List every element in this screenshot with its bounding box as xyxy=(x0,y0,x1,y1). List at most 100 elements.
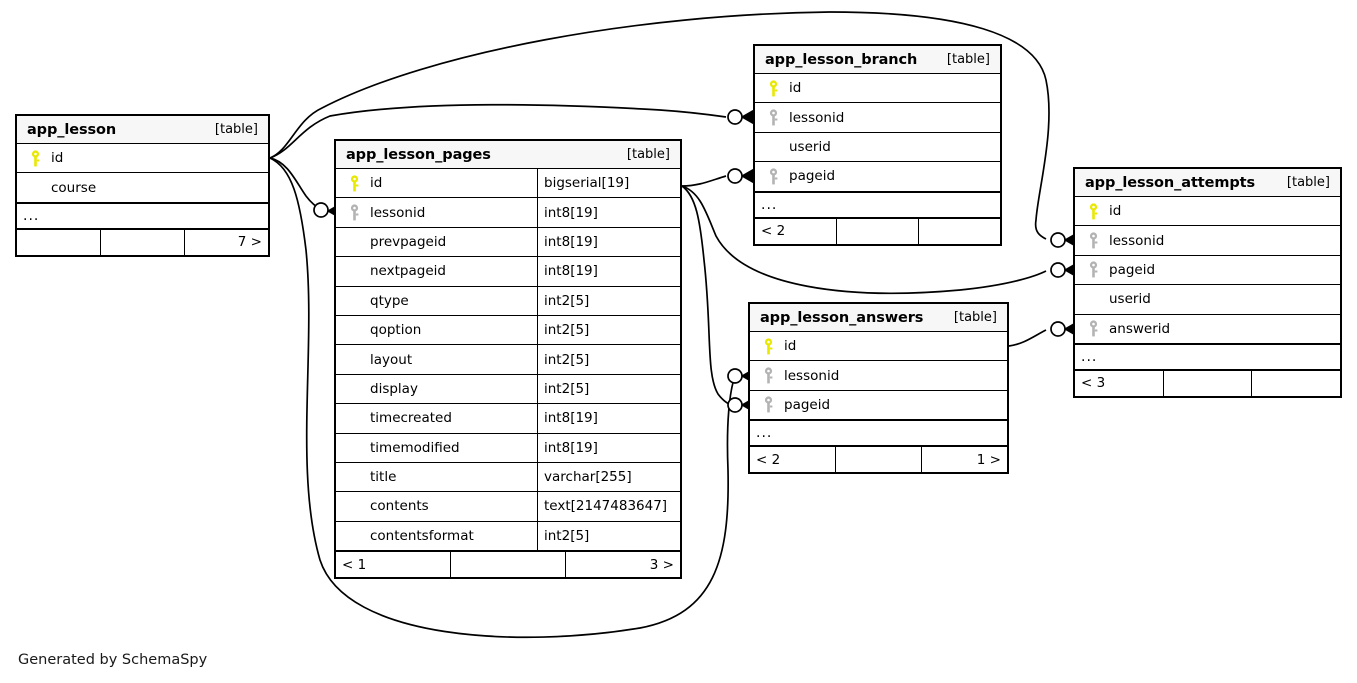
column-type: int2[5] xyxy=(537,345,680,374)
column-name-cell: layout xyxy=(336,345,537,373)
column-name: qtype xyxy=(370,292,409,309)
column-row-timemodified[interactable]: timemodified int8[19] xyxy=(336,433,680,463)
column-name-cell: title xyxy=(336,463,537,491)
column-type: text[2147483647] xyxy=(537,492,680,521)
column-row-layout[interactable]: layout int2[5] xyxy=(336,345,680,375)
column-name: id xyxy=(370,175,383,192)
column-row-answerid[interactable]: answerid xyxy=(1075,315,1340,344)
table-app_lesson_attempts[interactable]: app_lesson_attempts[table]id lessonid page… xyxy=(1073,167,1342,398)
column-row-id[interactable]: id xyxy=(17,144,268,174)
primary-key-icon xyxy=(25,150,45,167)
footer-cell-0[interactable]: < 2 xyxy=(750,447,836,473)
table-header-app_lesson[interactable]: app_lesson[table] xyxy=(17,116,268,144)
primary-key-icon xyxy=(1083,203,1103,220)
column-type: int8[19] xyxy=(537,433,680,462)
column-name: qoption xyxy=(370,322,422,339)
column-name-cell: userid xyxy=(1075,285,1340,313)
column-name: answerid xyxy=(1109,320,1171,337)
edge-lesson-to-pages-lessonid xyxy=(269,157,323,211)
column-name: id xyxy=(51,150,64,167)
column-row-id[interactable]: id xyxy=(750,332,1007,362)
footer-cell-0[interactable]: < 3 xyxy=(1075,370,1164,396)
footer-cell-2[interactable]: 7 > xyxy=(237,234,262,251)
footer-cell-1 xyxy=(451,552,566,578)
column-row-lessonid[interactable]: lessonid xyxy=(750,361,1007,391)
column-name-cell: lessonid xyxy=(336,198,537,226)
column-name: userid xyxy=(1109,291,1151,308)
column-row-userid[interactable]: userid xyxy=(1075,285,1340,315)
column-name: id xyxy=(784,338,797,355)
primary-key-icon xyxy=(758,338,778,355)
column-name: prevpageid xyxy=(370,233,447,250)
column-name: pageid xyxy=(784,396,831,413)
column-name: timecreated xyxy=(370,410,452,427)
footer-cell-2 xyxy=(919,219,1000,244)
column-name: id xyxy=(1109,203,1122,220)
column-name: timemodified xyxy=(370,439,460,456)
endpoint-branch-lessonid xyxy=(727,108,757,126)
table-kind-label: [table] xyxy=(1286,175,1330,190)
column-type: int2[5] xyxy=(537,286,680,315)
table-app_lesson_answers[interactable]: app_lesson_answers[table]id lessonid pagei… xyxy=(748,302,1009,475)
foreign-key-icon xyxy=(763,168,783,185)
foreign-key-icon xyxy=(1083,320,1103,337)
column-name-cell: userid xyxy=(755,133,1000,161)
column-row-id[interactable]: id xyxy=(1075,197,1340,227)
column-row-lessonid[interactable]: lessonid xyxy=(1075,226,1340,256)
foreign-key-icon xyxy=(1083,261,1103,278)
footer-cell-0[interactable]: < 2 xyxy=(755,218,837,244)
column-row-lessonid[interactable]: lessonid xyxy=(755,103,1000,133)
table-kind-label: [table] xyxy=(626,147,670,162)
edge-pages-to-branch-pageid xyxy=(681,175,727,187)
foreign-key-icon xyxy=(763,109,783,126)
column-name-cell: answerid xyxy=(1075,315,1340,343)
column-name: course xyxy=(51,179,97,196)
column-name: display xyxy=(370,380,418,397)
table-kind-label: [table] xyxy=(214,122,258,137)
footer-cell-1 xyxy=(836,447,922,473)
column-name-cell: lessonid xyxy=(750,361,1007,389)
endpoint-branch-pageid xyxy=(727,167,757,185)
table-header-app_lesson_branch[interactable]: app_lesson_branch[table] xyxy=(755,46,1000,74)
column-row-course[interactable]: course xyxy=(17,173,268,203)
footer-cell-2[interactable]: 1 > xyxy=(976,451,1001,468)
table-title: app_lesson_answers xyxy=(760,309,924,326)
column-name: layout xyxy=(370,351,413,368)
column-name-cell: id xyxy=(1075,197,1340,225)
column-name: lessonid xyxy=(784,367,840,384)
table-header-app_lesson_pages[interactable]: app_lesson_pages[table] xyxy=(336,141,680,169)
column-row-id[interactable]: id xyxy=(755,74,1000,104)
column-row-pageid[interactable]: pageid xyxy=(750,391,1007,421)
column-name-cell: prevpageid xyxy=(336,228,537,256)
column-name-cell: id xyxy=(755,74,1000,102)
footer-cell-2[interactable]: 3 > xyxy=(649,556,674,573)
table-header-app_lesson_answers[interactable]: app_lesson_answers[table] xyxy=(750,304,1007,332)
column-name-cell: lessonid xyxy=(755,103,1000,131)
column-name-cell: contentsformat xyxy=(336,522,537,550)
footer-cell-0[interactable]: < 1 xyxy=(336,552,451,578)
column-row-pageid[interactable]: pageid xyxy=(1075,256,1340,286)
column-name: pageid xyxy=(1109,261,1156,278)
column-name: contentsformat xyxy=(370,527,474,544)
column-row-qtype[interactable]: qtype int2[5] xyxy=(336,286,680,316)
column-name: lessonid xyxy=(370,204,426,221)
footer-cell-0 xyxy=(17,229,101,255)
table-header-app_lesson_attempts[interactable]: app_lesson_attempts[table] xyxy=(1075,169,1340,197)
column-row-userid[interactable]: userid xyxy=(755,133,1000,163)
column-name: userid xyxy=(789,138,831,155)
column-row-pageid[interactable]: pageid xyxy=(755,162,1000,192)
foreign-key-icon xyxy=(344,204,364,221)
